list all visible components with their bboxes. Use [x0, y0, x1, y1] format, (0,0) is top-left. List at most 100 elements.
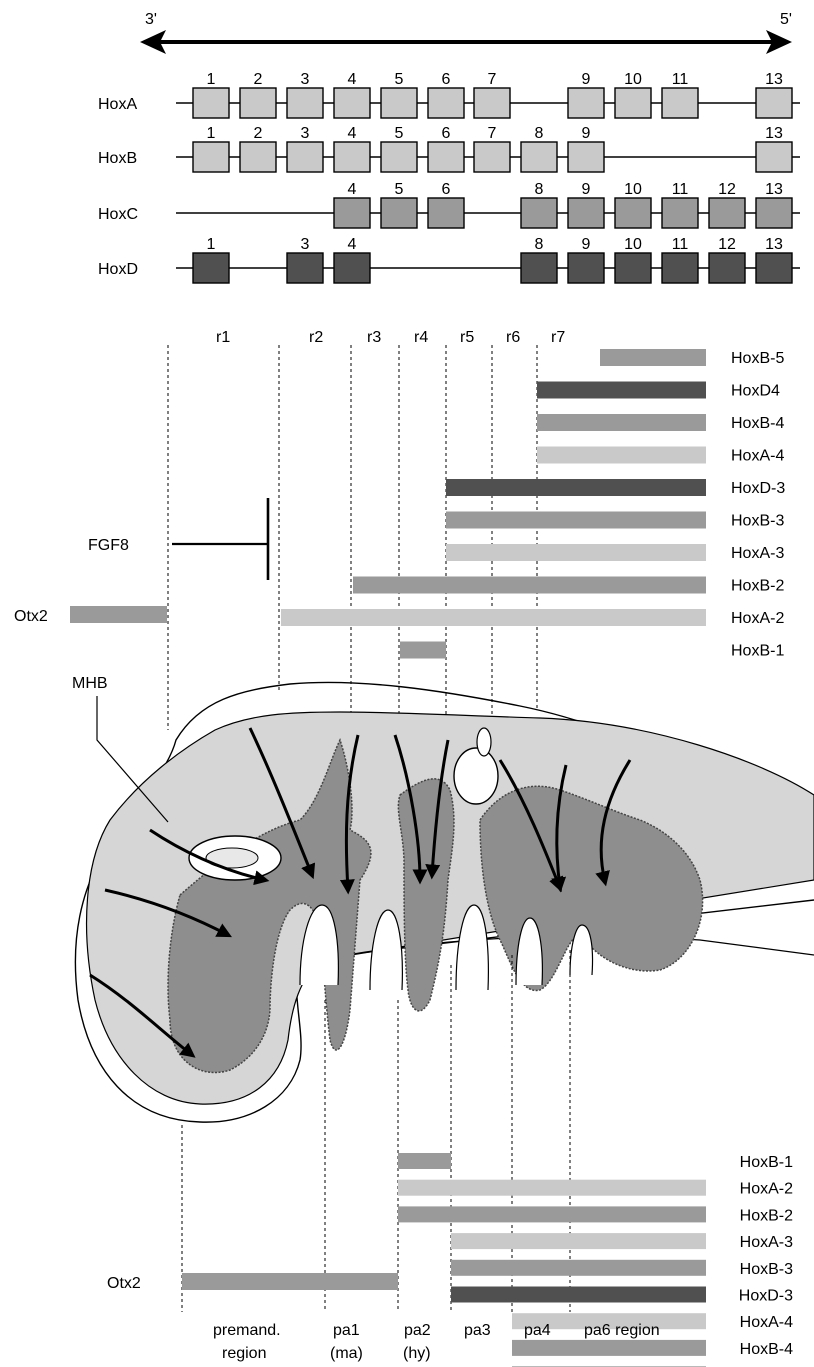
hindbrain-bar-row: HoxB-2 — [353, 577, 784, 595]
expression-bar — [537, 447, 706, 464]
gene-label: HoxB-5 — [731, 350, 784, 367]
gene-number: 6 — [442, 125, 451, 142]
orientation-arrow: 3' 5' — [140, 11, 792, 54]
rhombomere-label: r3 — [367, 329, 381, 346]
gene-number: 8 — [535, 125, 544, 142]
gene-number: 12 — [718, 181, 736, 198]
gene-number: 7 — [488, 125, 497, 142]
expression-bar — [537, 414, 706, 431]
gene-label: HoxB-1 — [740, 1154, 793, 1171]
otx2-bar — [182, 1273, 398, 1290]
gene-box — [756, 253, 792, 283]
hindbrain-bar-row: HoxD-3 — [446, 479, 785, 497]
expression-bar — [398, 1206, 706, 1222]
gene-box — [287, 88, 323, 118]
gene-box — [474, 88, 510, 118]
arch-label: premand. — [213, 1322, 281, 1339]
hindbrain-bar-row: HoxD4 — [537, 382, 780, 400]
gene-box — [568, 253, 604, 283]
gene-number: 6 — [442, 71, 451, 88]
expression-bar — [353, 577, 706, 594]
gene-label: HoxB-3 — [731, 513, 784, 530]
rhombomere-label: r2 — [309, 329, 323, 346]
gene-box — [193, 253, 229, 283]
gene-box — [709, 253, 745, 283]
gene-label: HoxB-2 — [740, 1207, 793, 1224]
gene-number: 4 — [348, 125, 357, 142]
arch-label: pa1 — [333, 1322, 360, 1339]
gene-box — [662, 253, 698, 283]
gene-number: 12 — [718, 236, 736, 253]
arch-bar-row: HoxB-4 — [512, 1340, 793, 1358]
expression-bar — [446, 544, 706, 561]
expression-bar — [512, 1340, 706, 1356]
gene-number: 1 — [207, 71, 216, 88]
gene-label: HoxA-4 — [731, 448, 784, 465]
gene-box — [521, 198, 557, 228]
fgf8-inhibition: FGF8 — [88, 498, 268, 580]
expression-bar — [451, 1260, 706, 1276]
gene-label: HoxB-3 — [740, 1261, 793, 1278]
cluster-name: HoxB — [98, 150, 137, 167]
hindbrain-bar-row: HoxB-3 — [446, 512, 784, 530]
gene-number: 11 — [672, 236, 689, 253]
arch-label: pa4 — [524, 1322, 551, 1339]
arch-bar-row: HoxD-3 — [451, 1287, 793, 1305]
mhb-label: MHB — [72, 675, 108, 692]
gene-box — [193, 142, 229, 172]
otx2-bottom: Otx2 — [107, 1273, 398, 1292]
rhombomere-label: r5 — [460, 329, 474, 346]
rhombomere-label: r7 — [551, 329, 565, 346]
gene-box — [709, 198, 745, 228]
gene-number: 6 — [442, 181, 451, 198]
gene-box — [568, 88, 604, 118]
expression-bar — [446, 512, 706, 529]
arch-label: region — [222, 1345, 266, 1362]
gene-number: 11 — [672, 71, 689, 88]
gene-box — [521, 142, 557, 172]
otx2-bar — [70, 606, 167, 623]
gene-number: 10 — [624, 71, 642, 88]
gene-box — [287, 142, 323, 172]
gene-box — [756, 142, 792, 172]
expression-bar — [451, 1233, 706, 1249]
gene-number: 9 — [582, 125, 591, 142]
gene-box — [615, 88, 651, 118]
gene-number: 11 — [672, 181, 689, 198]
gene-number: 13 — [765, 71, 783, 88]
gene-number: 8 — [535, 236, 544, 253]
gene-number: 1 — [207, 236, 216, 253]
arch-label: pa6 region — [584, 1322, 660, 1339]
gene-label: HoxA-3 — [740, 1234, 793, 1251]
cluster-name: HoxD — [98, 261, 138, 278]
gene-number: 10 — [624, 181, 642, 198]
gene-number: 7 — [488, 71, 497, 88]
cluster-row-hoxa: HoxA12345679101113 — [98, 71, 800, 118]
gene-number: 13 — [765, 236, 783, 253]
embryo-illustration: MHB — [72, 675, 814, 1122]
gene-label: HoxD4 — [731, 383, 780, 400]
gene-box — [662, 88, 698, 118]
otx2-top: Otx2 — [14, 606, 167, 625]
gene-box — [381, 88, 417, 118]
expression-bar — [446, 479, 706, 496]
expression-bar — [451, 1287, 706, 1303]
gene-label: HoxB-2 — [731, 578, 784, 595]
gene-box — [193, 88, 229, 118]
gene-label: HoxD-3 — [739, 1288, 793, 1305]
hindbrain-bar-row: HoxB-5 — [600, 349, 784, 367]
arch-bar-row: HoxA-3 — [451, 1233, 793, 1251]
gene-number: 13 — [765, 181, 783, 198]
hindbrain-expression-bars: HoxB-5HoxD4HoxB-4HoxA-4HoxD-3HoxB-3HoxA-… — [281, 349, 785, 660]
gene-number: 8 — [535, 181, 544, 198]
expression-bar — [537, 382, 706, 399]
gene-box — [615, 253, 651, 283]
otx2-label: Otx2 — [107, 1275, 141, 1292]
gene-number: 4 — [348, 236, 357, 253]
gene-box — [474, 142, 510, 172]
gene-box — [615, 198, 651, 228]
arch-label: (hy) — [403, 1345, 431, 1362]
